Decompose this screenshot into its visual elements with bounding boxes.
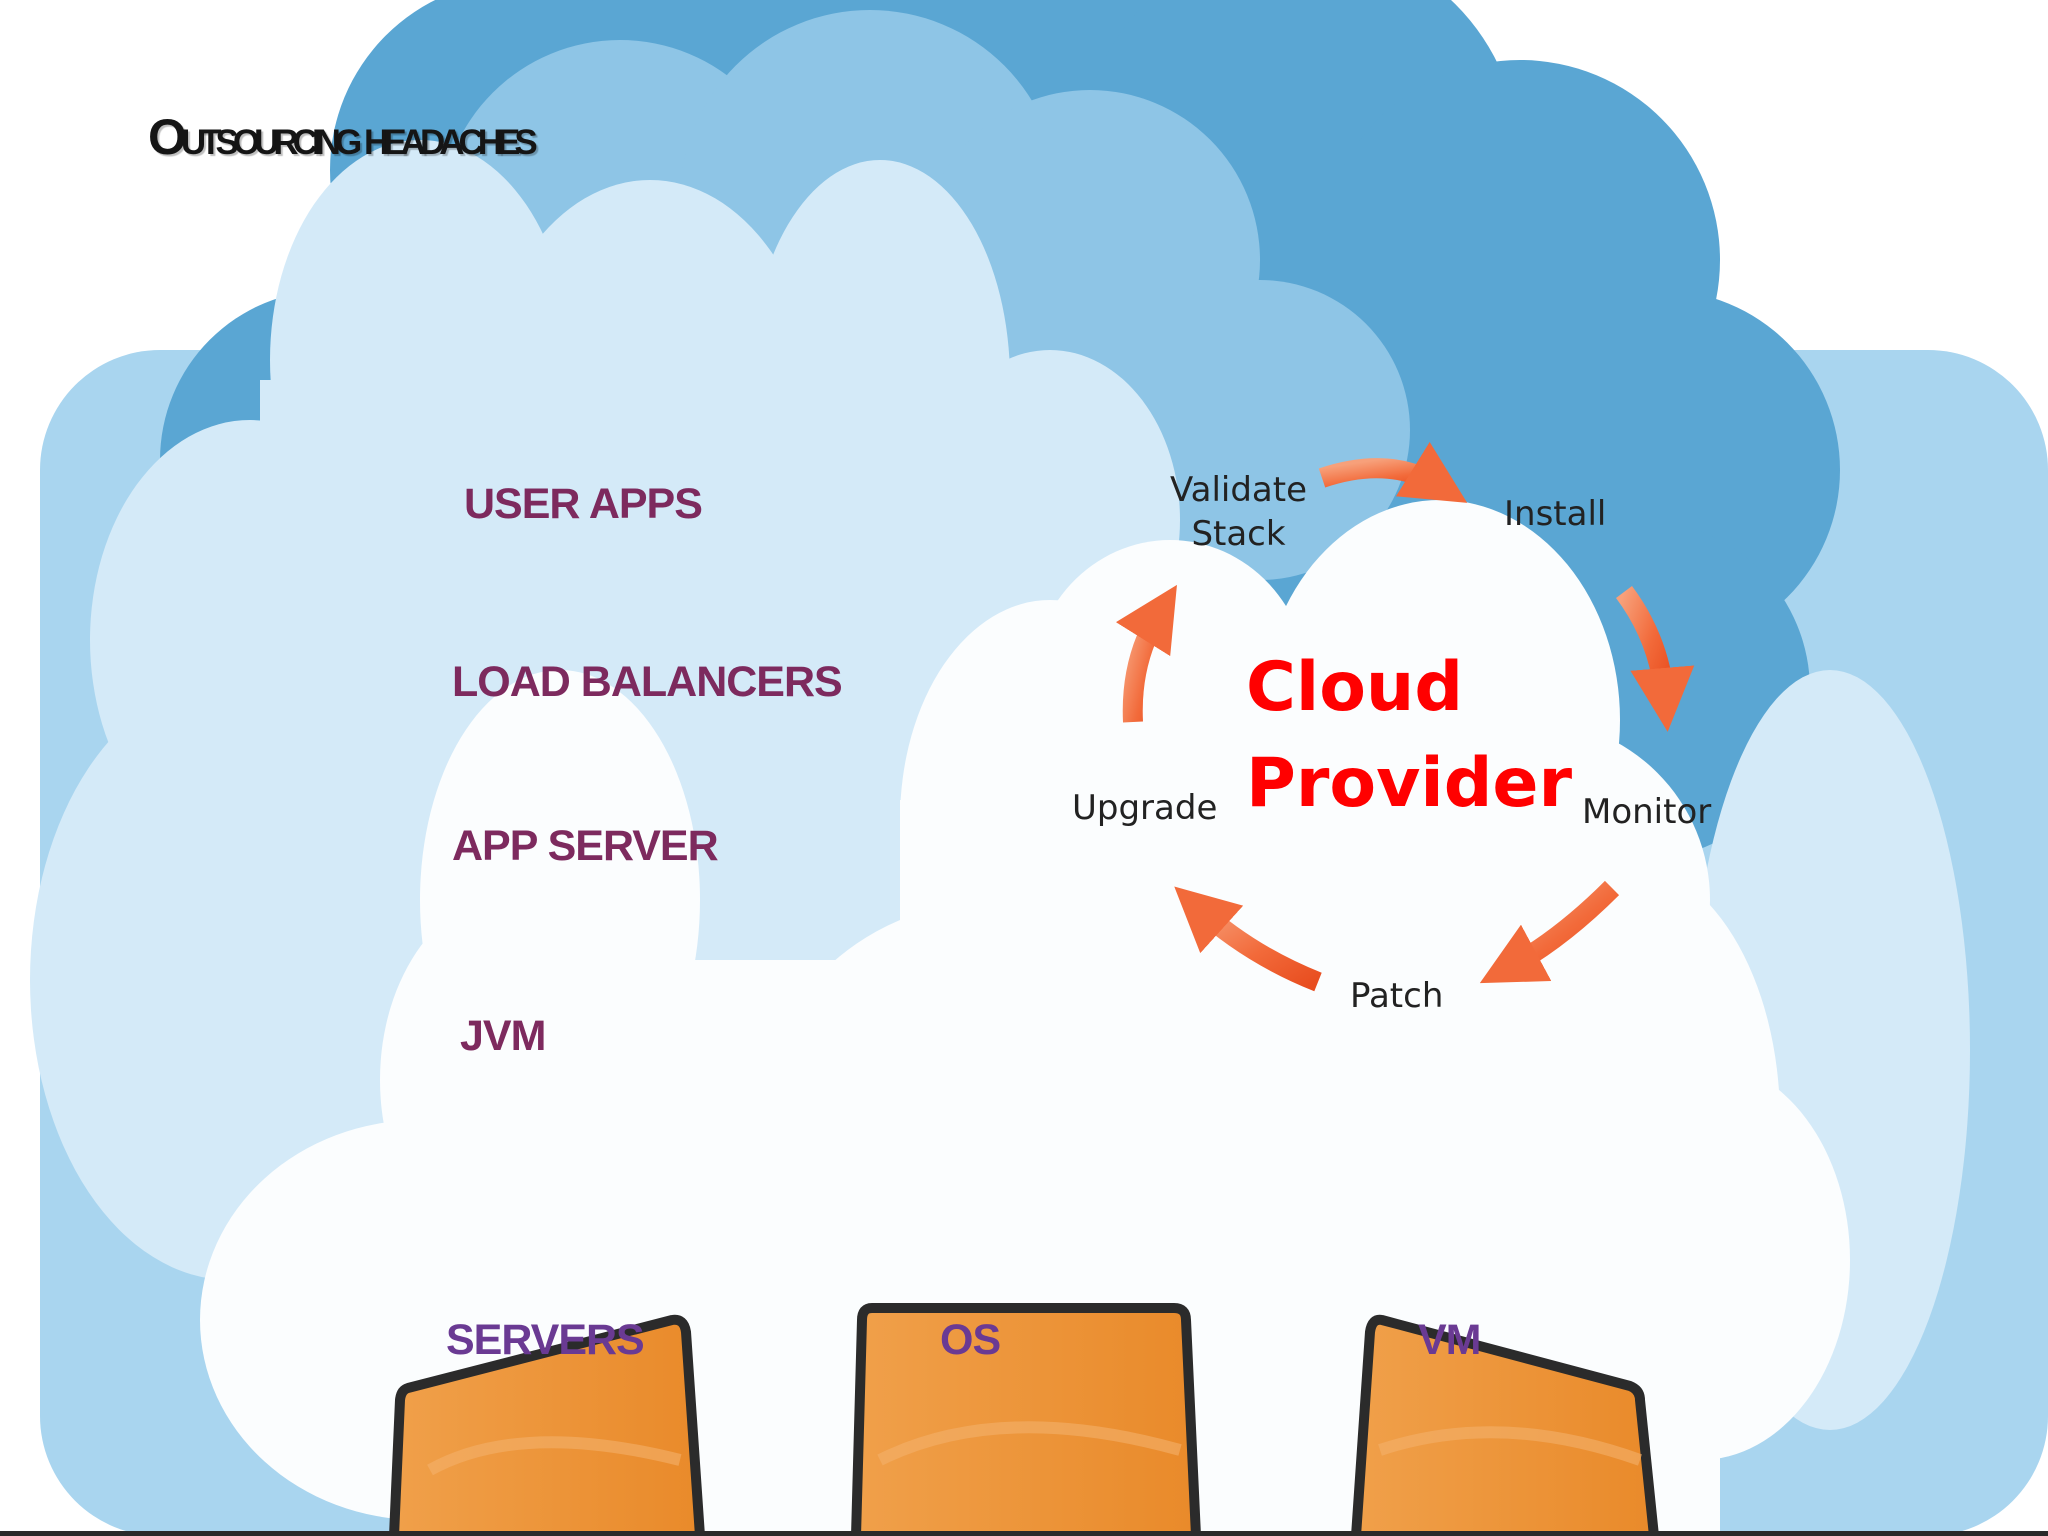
tablet-vm: [1351, 1314, 1659, 1536]
cycle-step-line: Validate: [1170, 470, 1308, 510]
label-os: OS: [940, 1316, 1001, 1364]
layer-jvm: JVM: [460, 1012, 546, 1061]
arrow-patch-to-upgrade: [1174, 886, 1322, 992]
cycle-center-label: Cloud Provider: [1246, 640, 1572, 832]
layer-load-balancers: LOAD BALANCERS: [452, 658, 843, 707]
layer-label: JVM: [460, 1012, 546, 1060]
arrow-install-to-monitor: [1615, 586, 1695, 732]
layer-label: USER APPS: [464, 480, 703, 528]
arrow-upgrade-to-validate: [1115, 584, 1177, 723]
arrow-monitor-to-patch: [1479, 880, 1620, 984]
cycle-step-install: Install: [1504, 494, 1607, 534]
layer-app-server: APP SERVER: [452, 822, 719, 871]
center-line: Provider: [1246, 744, 1573, 823]
layer-label: APP SERVER: [452, 822, 719, 870]
cycle-step-upgrade: Upgrade: [1072, 788, 1218, 828]
label-servers: SERVERS: [446, 1316, 645, 1364]
tablet-os: [851, 1303, 1201, 1536]
cycle-step-monitor: Monitor: [1582, 792, 1712, 832]
label-vm: VM: [1418, 1316, 1481, 1364]
layer-user-apps: USER APPS: [464, 480, 703, 529]
center-line: Cloud: [1246, 648, 1464, 727]
layer-label: LOAD BALANCERS: [452, 658, 843, 706]
cycle-step-line: Stack: [1191, 514, 1286, 554]
arrow-validate-to-install: [1318, 441, 1468, 503]
cycle-step-patch: Patch: [1350, 976, 1444, 1016]
cycle-step-validate-stack: Validate Stack: [1170, 468, 1307, 556]
tablet-servers: [389, 1314, 705, 1536]
slide-title: Outsourcing headaches: [148, 109, 538, 165]
